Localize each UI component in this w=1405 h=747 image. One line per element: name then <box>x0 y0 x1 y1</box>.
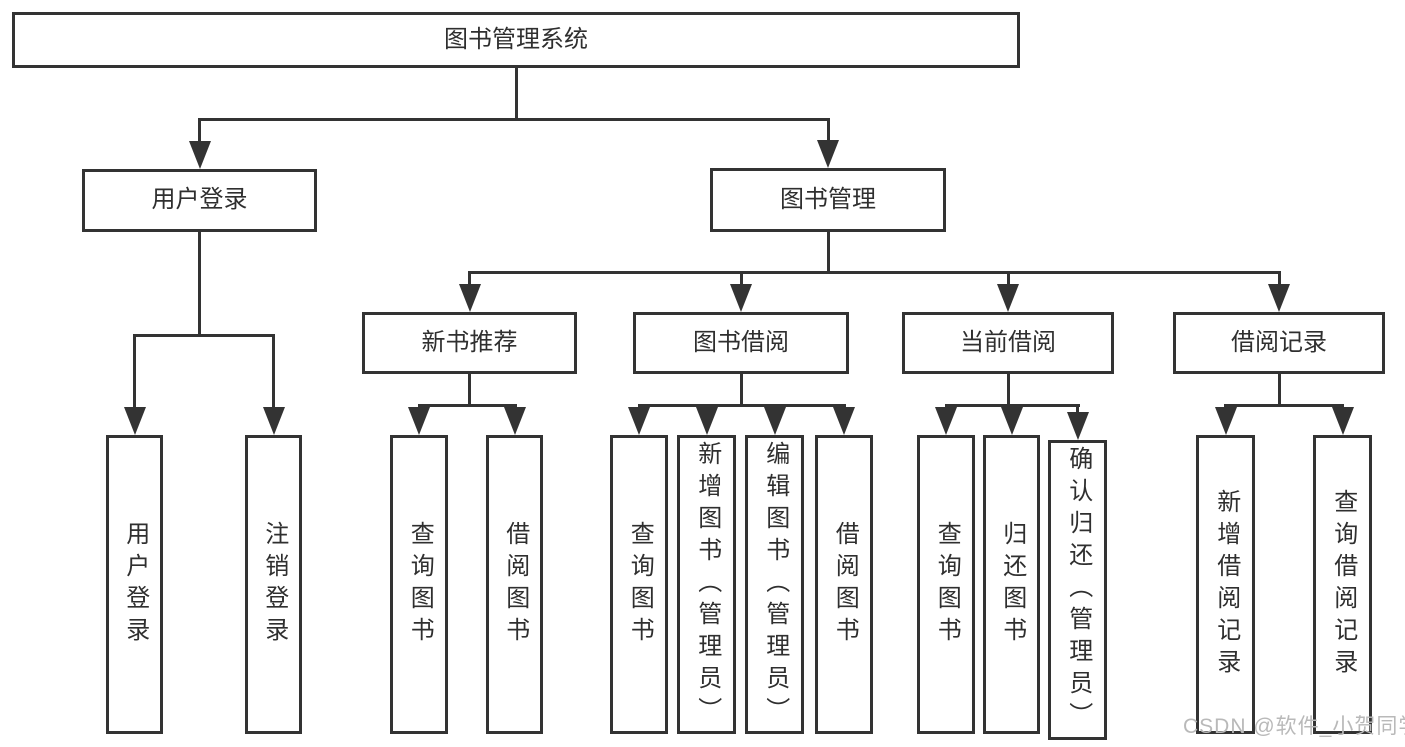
leaf-bw-edit-books-label: 编辑图书（管理员） <box>761 440 789 729</box>
arrowhead-bw-borrow <box>833 407 855 435</box>
leaf-cu-return-books: 归还图书 <box>983 435 1040 734</box>
connector-to-current-borrow <box>1006 271 1010 286</box>
leaf-bw-edit-books: 编辑图书（管理员） <box>745 435 804 734</box>
leaf-logout: 注销登录 <box>245 435 302 734</box>
node-borrow-records: 借阅记录 <box>1173 312 1385 374</box>
leaf-nb-borrow-books-label: 借阅图书 <box>501 520 529 649</box>
arrowhead-rc-query <box>1331 407 1354 435</box>
arrowhead-user-login <box>188 141 211 169</box>
connector-book-mgmt-stem <box>826 232 830 271</box>
node-library-system: 图书管理系统 <box>12 12 1020 68</box>
node-current-borrow-label: 当前借阅 <box>960 328 1056 356</box>
leaf-cu-return-books-label: 归还图书 <box>998 520 1026 649</box>
connector-to-leaf-logout <box>272 334 275 410</box>
leaf-cu-confirm-return: 确认归还（管理员） <box>1048 440 1107 740</box>
leaf-nb-query-books-label: 查询图书 <box>406 520 434 649</box>
connector-new-book-branch <box>417 404 517 407</box>
node-new-book-rec-label: 新书推荐 <box>421 328 518 356</box>
leaf-cu-confirm-return-label: 确认归还（管理员） <box>1064 446 1092 734</box>
connector-root-to-user-login <box>198 118 201 145</box>
node-user-login: 用户登录 <box>82 169 317 232</box>
leaf-user-login-label: 用户登录 <box>121 520 149 649</box>
leaf-bw-borrow-books: 借阅图书 <box>815 435 873 734</box>
connector-to-borrow-records <box>1277 271 1281 286</box>
arrowhead-rc-add <box>1214 407 1237 435</box>
connector-book-borrow-branch <box>637 404 846 407</box>
leaf-cu-query-books: 查询图书 <box>917 435 975 734</box>
leaf-bw-query-books: 查询图书 <box>610 435 668 734</box>
arrowhead-book-borrow <box>730 284 752 312</box>
connector-current-borrow-stem <box>1006 374 1010 404</box>
connector-new-book-stem <box>468 374 471 404</box>
leaf-bw-query-books-label: 查询图书 <box>626 520 654 649</box>
connector-borrow-records-stem <box>1277 374 1281 404</box>
connector-root-to-book-mgmt <box>826 118 830 144</box>
connector-book-mgmt-branch <box>468 271 1280 274</box>
leaf-bw-borrow-books-label: 借阅图书 <box>831 520 859 649</box>
leaf-user-login: 用户登录 <box>106 435 163 734</box>
arrowhead-bw-edit <box>763 407 786 435</box>
leaf-bw-add-books: 新增图书（管理员） <box>677 435 736 734</box>
arrowhead-nb-query <box>408 407 430 435</box>
leaf-bw-add-books-label: 新增图书（管理员） <box>693 440 721 729</box>
connector-to-leaf-login <box>133 334 136 410</box>
node-user-login-label: 用户登录 <box>151 186 248 214</box>
node-library-system-label: 图书管理系统 <box>444 25 588 53</box>
arrowhead-bw-add <box>695 407 718 435</box>
leaf-rc-add-record: 新增借阅记录 <box>1196 435 1255 734</box>
arrowhead-nb-borrow <box>503 407 526 435</box>
leaf-rc-query-record: 查询借阅记录 <box>1313 435 1372 734</box>
connector-user-login-branch <box>133 334 275 337</box>
connector-user-login-stem <box>198 232 201 334</box>
arrowhead-new-book <box>458 284 481 312</box>
csdn-watermark: CSDN @软件_小贺同学 <box>1183 715 1405 738</box>
leaf-cu-query-books-label: 查询图书 <box>933 520 961 649</box>
leaf-nb-borrow-books: 借阅图书 <box>486 435 543 734</box>
connector-to-new-book <box>468 271 471 286</box>
arrowhead-cu-return <box>1000 407 1023 435</box>
node-book-borrow: 图书借阅 <box>633 312 849 374</box>
leaf-rc-query-record-label: 查询借阅记录 <box>1329 488 1357 681</box>
node-current-borrow: 当前借阅 <box>902 312 1114 374</box>
connector-root-stem <box>514 68 518 121</box>
connector-to-book-borrow <box>739 271 743 286</box>
arrowhead-borrow-records <box>1268 284 1290 312</box>
arrowhead-current-borrow <box>997 284 1019 312</box>
leaf-nb-query-books: 查询图书 <box>390 435 448 734</box>
arrowhead-leaf-login <box>123 407 146 435</box>
node-book-mgmt: 图书管理 <box>710 168 946 232</box>
connector-borrow-records-branch <box>1224 404 1344 407</box>
node-borrow-records-label: 借阅记录 <box>1231 328 1327 356</box>
node-new-book-rec: 新书推荐 <box>362 312 577 374</box>
leaf-rc-add-record-label: 新增借阅记录 <box>1212 488 1240 681</box>
leaf-logout-label: 注销登录 <box>260 520 288 649</box>
connector-root-branch <box>198 118 830 121</box>
arrowhead-book-mgmt <box>817 140 839 168</box>
arrowhead-leaf-logout <box>262 407 285 435</box>
connector-book-borrow-stem <box>739 374 743 404</box>
connector-to-cu-confirm <box>1076 404 1079 414</box>
arrowhead-bw-query <box>628 407 650 435</box>
arrowhead-cu-query <box>935 407 957 435</box>
arrowhead-cu-confirm <box>1066 412 1089 440</box>
node-book-mgmt-label: 图书管理 <box>780 185 876 213</box>
node-book-borrow-label: 图书借阅 <box>693 328 789 356</box>
